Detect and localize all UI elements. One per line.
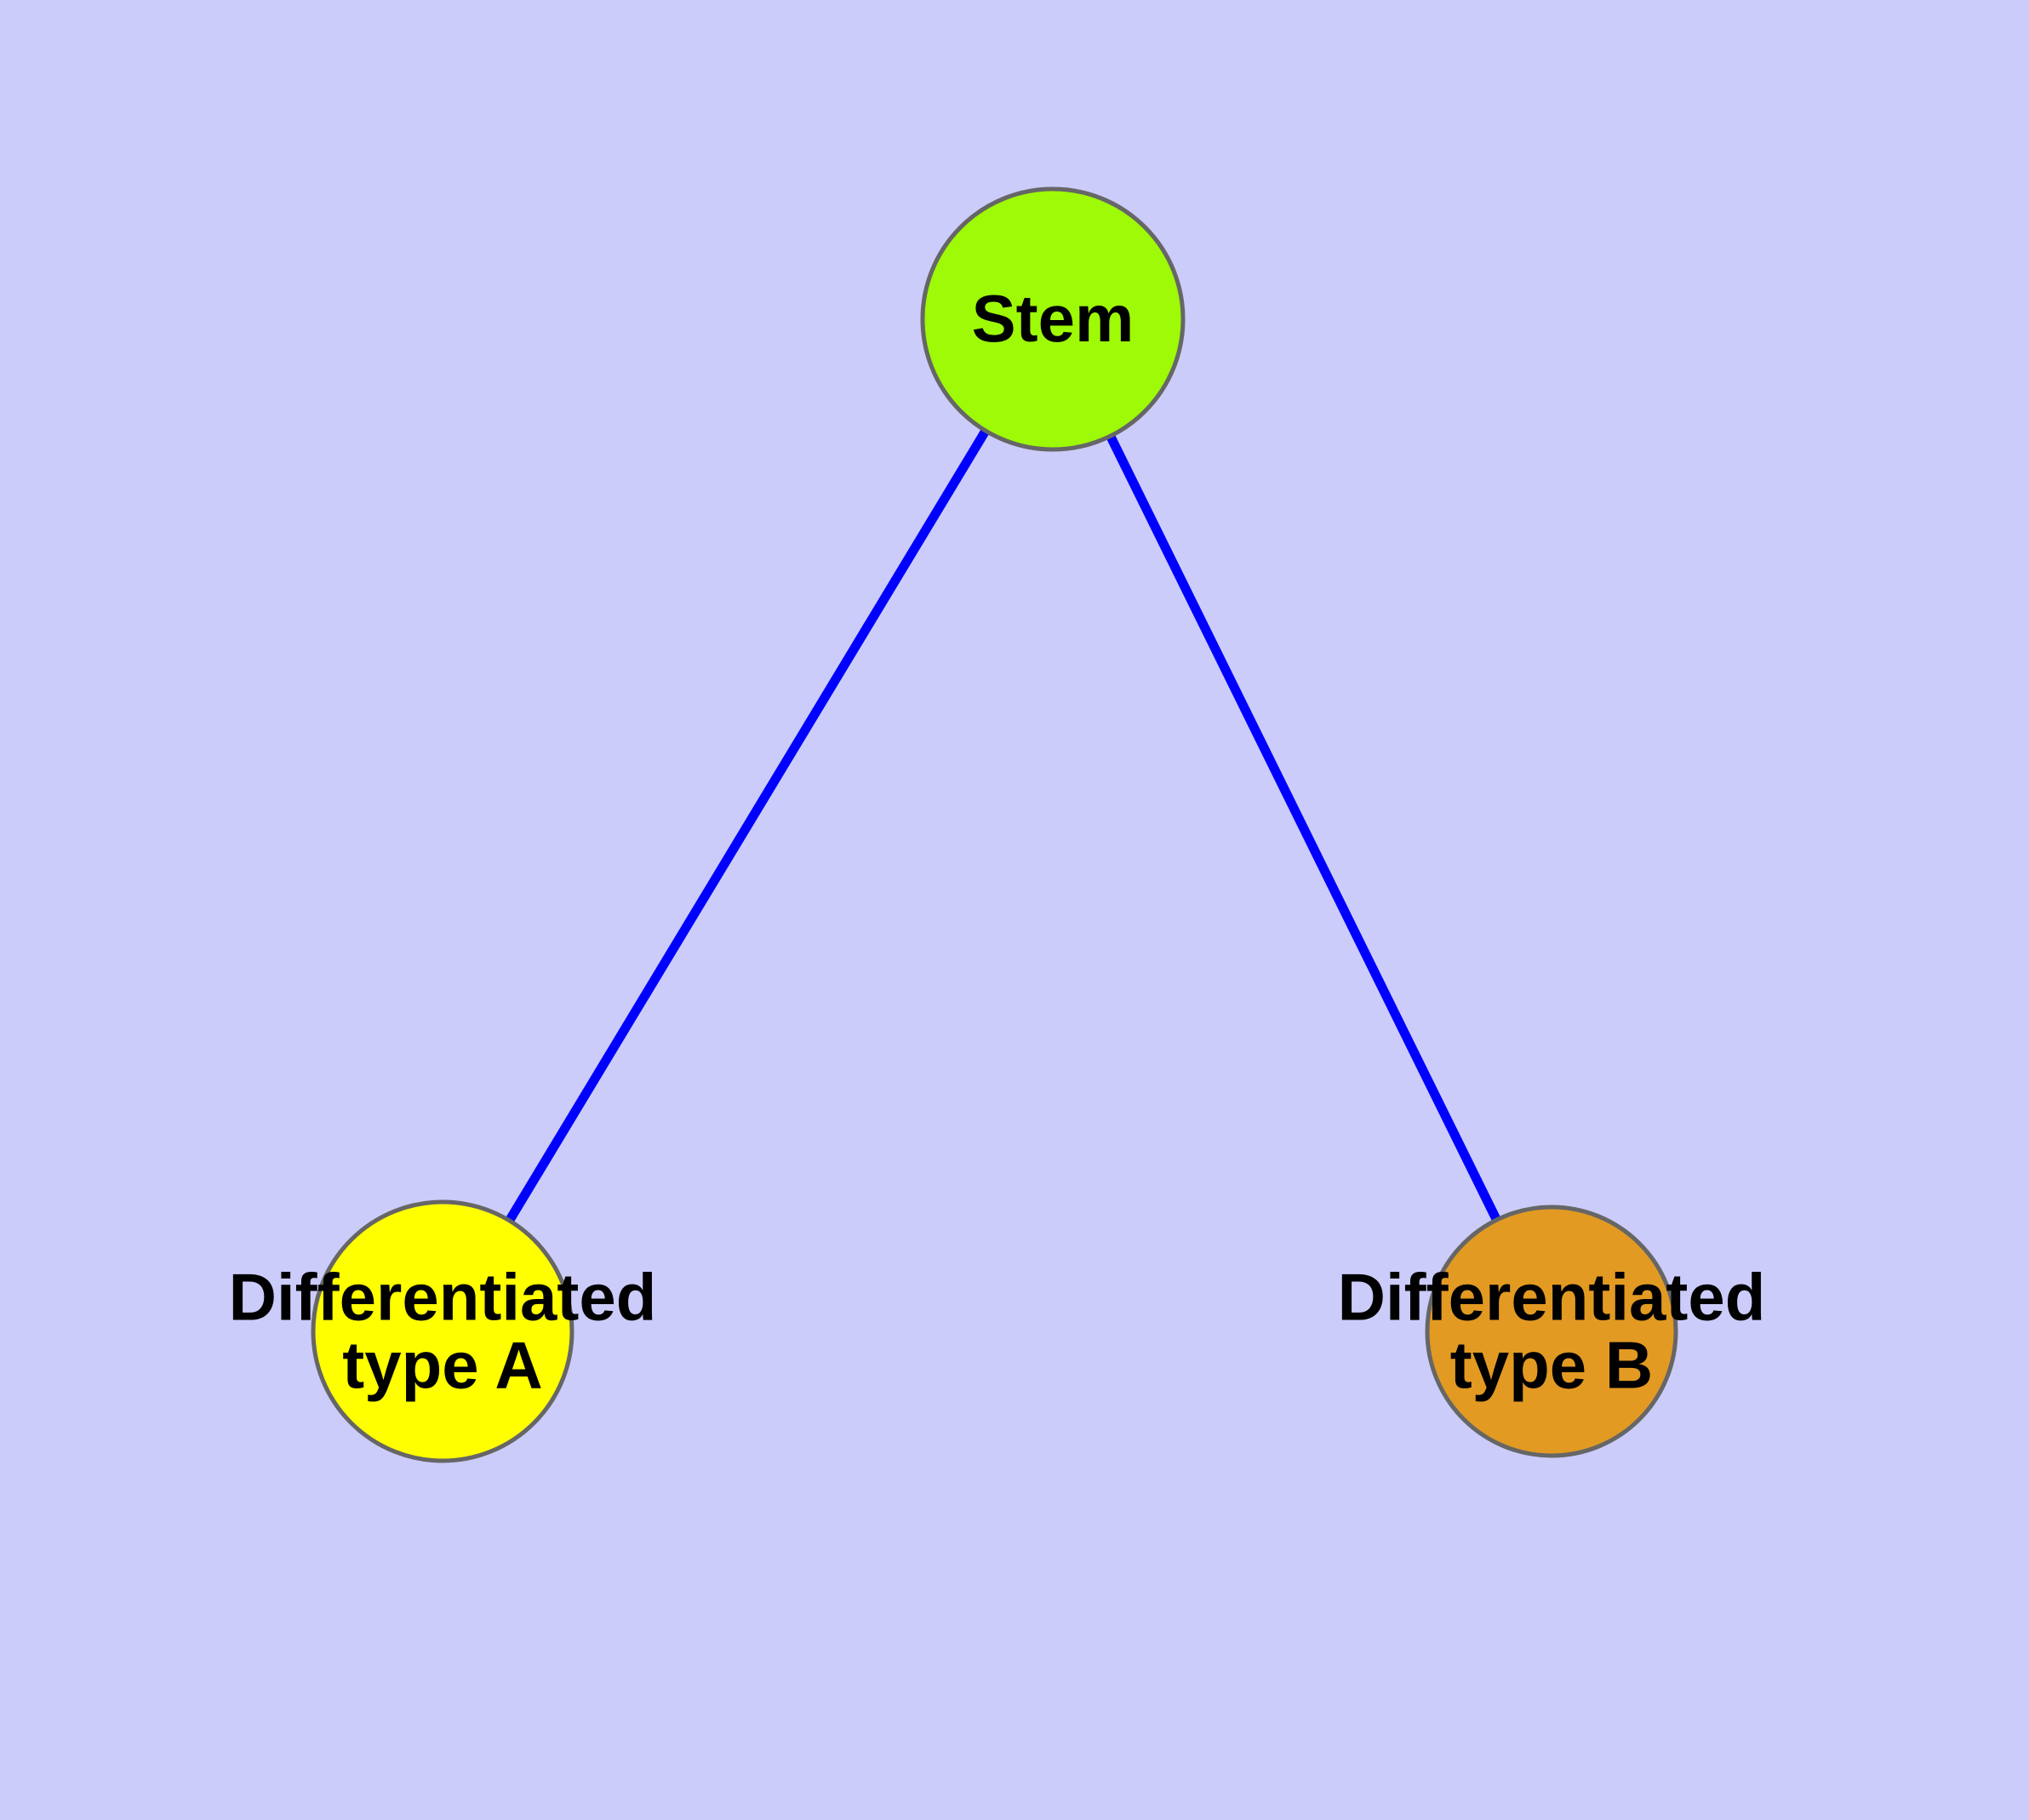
edges-layer — [438, 317, 1556, 1334]
node-circle-stem[interactable] — [920, 186, 1186, 452]
edge-stem-to-differentiated-type-b[interactable] — [1049, 317, 1556, 1334]
node-circle-differentiated-type-b[interactable] — [1425, 1205, 1678, 1458]
node-circle-differentiated-type-a[interactable] — [311, 1199, 574, 1463]
edge-stem-to-differentiated-type-a[interactable] — [438, 317, 1057, 1334]
nodes-layer — [311, 186, 1678, 1463]
